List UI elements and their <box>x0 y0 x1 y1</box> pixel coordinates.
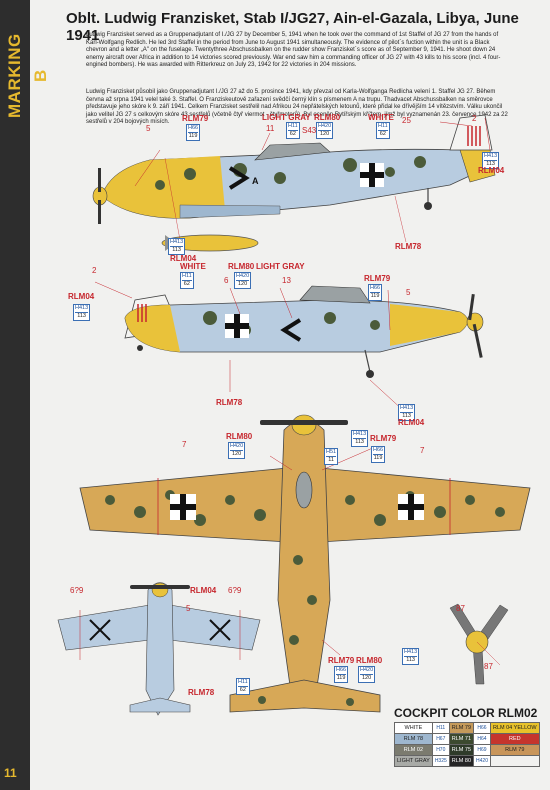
callout-5: 5 <box>146 124 151 133</box>
callout-87-top: 87 <box>456 604 465 613</box>
aircraft-artwork: A <box>57 114 531 716</box>
callout-13: 13 <box>282 276 291 285</box>
underside-view <box>57 582 261 716</box>
swatch-white: WHITE <box>394 722 433 734</box>
label-rlm04-right-left: RLM04 <box>398 418 425 427</box>
legend-row: RLM 78 H67 RLM 71 H64 RED <box>394 733 540 745</box>
svg-text:A: A <box>252 176 259 186</box>
swatch-rlm75: RLM 75 <box>448 744 475 756</box>
callout-2: 2 <box>472 114 477 123</box>
label-rlm04-underside: RLM04 <box>190 586 217 595</box>
czech-paragraph: Ludwig Franzisket působil jako Gruppenad… <box>86 89 508 125</box>
label-rlm80-plan: RLM80 <box>226 432 253 441</box>
code-cell: H64 <box>473 733 491 745</box>
label-rlm79-plan-bottom: RLM79 <box>328 656 355 665</box>
empty-cell <box>489 755 540 767</box>
swatch-rlm80: RLM 80 <box>448 755 475 767</box>
code-cell: H67 <box>431 733 450 745</box>
callout-s43: S43 <box>302 126 317 135</box>
label-rlm04-bottom: RLM04 <box>170 254 197 263</box>
callout-25: 25 <box>402 116 411 125</box>
label-white-left: WHITE <box>180 262 206 271</box>
plan-view <box>79 414 531 713</box>
callout-7-right: 7 <box>420 446 425 455</box>
swatch-rlm02: RLM 02 <box>394 744 433 756</box>
swatch-rlm79: RLM 79 <box>448 722 475 734</box>
swatch-rlm71: RLM 71 <box>448 733 475 745</box>
color-legend-table: WHITE H11 RLM 79 H66 RLM 04 YELLOW RLM 7… <box>394 722 540 767</box>
code-cell: H11 <box>431 722 450 734</box>
callout-5-left: 5 <box>406 288 411 297</box>
callout-2-left: 2 <box>92 266 97 275</box>
label-rlm04-left: RLM04 <box>68 292 95 301</box>
callout-87-bottom: 87 <box>484 662 493 671</box>
callout-679-left: 6?9 <box>70 586 84 595</box>
label-rlm80: RLM80 <box>314 113 341 122</box>
legend-row: LIGHT GRAY H325 RLM 80 H420 <box>394 755 540 767</box>
code-cell: H420 <box>473 755 491 767</box>
code-cell: H70 <box>431 744 450 756</box>
swatch-rlm04-yellow: RLM 04 YELLOW <box>489 722 540 734</box>
english-paragraph: Ludwig Franzisket served as a Gruppenadj… <box>86 32 501 68</box>
page-title: Oblt. Ludwig Franzisket, Stab I/JG27, Ai… <box>66 10 519 44</box>
callout-11: 11 <box>266 124 275 133</box>
marking-title: MARKING B <box>5 33 50 119</box>
propeller-view <box>449 603 509 685</box>
label-rlm79-plan: RLM79 <box>370 434 397 443</box>
sidebar: MARKING B 11 <box>0 0 50 790</box>
callout-5-underside: 5 <box>186 604 191 613</box>
label-rlm78: RLM78 <box>395 242 422 251</box>
left-side-profile <box>94 281 484 413</box>
label-light-gray: LIGHT GRAY <box>262 113 311 122</box>
callout-679-right: 6?9 <box>228 586 242 595</box>
label-white: WHITE <box>368 113 394 122</box>
label-rlm04-right: RLM04 <box>478 166 505 175</box>
code-cell: H69 <box>473 744 491 756</box>
code-cell: H66 <box>473 722 491 734</box>
page-number: 11 <box>4 766 17 780</box>
legend-row: RLM 02 H70 RLM 75 H69 RLM 79 <box>394 744 540 756</box>
swatch-rlm79-b: RLM 79 <box>489 744 540 756</box>
cockpit-color-title: COCKPIT COLOR RLM02 <box>394 706 538 720</box>
label-light-gray-left: LIGHT GRAY <box>256 262 305 271</box>
legend-row: WHITE H11 RLM 79 H66 RLM 04 YELLOW <box>394 722 540 734</box>
label-rlm80-left: RLM80 <box>228 262 255 271</box>
top-side-profile: A <box>92 114 501 252</box>
swatch-red: RED <box>489 733 540 745</box>
code-cell: H325 <box>431 755 450 767</box>
label-rlm78-underside: RLM78 <box>188 688 215 697</box>
label-rlm79-left: RLM79 <box>364 274 391 283</box>
label-rlm80-plan-bottom: RLM80 <box>356 656 383 665</box>
label-rlm79: RLM79 <box>182 114 209 123</box>
swatch-rlm78: RLM 78 <box>394 733 433 745</box>
swatch-light-gray: LIGHT GRAY <box>394 755 433 767</box>
label-rlm78-left: RLM78 <box>216 398 243 407</box>
callout-7-left: 7 <box>182 440 187 449</box>
callout-6: 6 <box>224 276 229 285</box>
